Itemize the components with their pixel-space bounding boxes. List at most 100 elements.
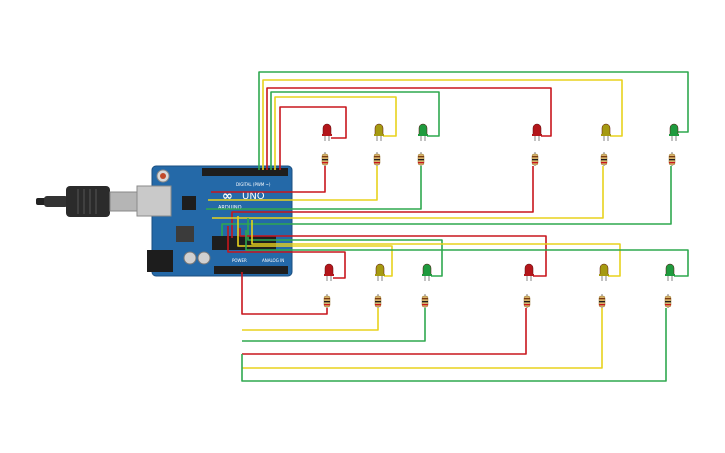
led-yellow-8[interactable]	[375, 263, 385, 281]
led-yellow-11[interactable]	[599, 263, 609, 281]
resistor-band	[599, 304, 605, 306]
resistor-1[interactable]	[321, 152, 329, 166]
wire-top-green-6[interactable]	[258, 71, 689, 170]
return-bottom-red-7[interactable]	[241, 272, 328, 315]
resistor-band	[324, 304, 330, 306]
wire-bottom-yellow-8[interactable]	[237, 216, 393, 277]
resistor-3[interactable]	[417, 152, 425, 166]
return-top-green-6[interactable]	[221, 166, 672, 236]
led-dome	[374, 123, 384, 136]
resistor-band	[375, 298, 381, 300]
resistor-9[interactable]	[421, 294, 429, 308]
led-green-12[interactable]	[665, 263, 675, 281]
wire-top-red-1[interactable]	[279, 106, 347, 170]
usb-port	[136, 185, 172, 217]
return-top-red-4[interactable]	[231, 166, 534, 238]
led-dome	[524, 263, 534, 276]
led-yellow-2[interactable]	[374, 123, 384, 141]
resistor-band	[422, 301, 428, 303]
resistor-11[interactable]	[598, 294, 606, 308]
led-green-6[interactable]	[669, 123, 679, 141]
resistor-band	[601, 156, 607, 158]
resistor-band	[599, 301, 605, 303]
power-label: POWER	[232, 258, 247, 263]
resistor-band	[524, 304, 530, 306]
regulator	[176, 226, 194, 242]
analog-label: ANALOG IN	[262, 258, 284, 263]
resistor-band	[374, 162, 380, 164]
usb-cable-strain	[44, 196, 68, 207]
led-red-10[interactable]	[524, 263, 534, 281]
resistor-band	[418, 162, 424, 164]
resistor-5[interactable]	[600, 152, 608, 166]
return-top-yellow-5[interactable]	[212, 166, 604, 219]
resistor-band	[532, 162, 538, 164]
resistor-band	[665, 298, 671, 300]
led-rim	[665, 274, 675, 276]
wire-bottom-red-10[interactable]	[239, 228, 547, 277]
led-red-7[interactable]	[324, 263, 334, 281]
reset-button-cap	[160, 173, 166, 179]
chip-small	[182, 196, 196, 210]
usb-cable[interactable]	[36, 186, 141, 217]
led-dome	[375, 263, 385, 276]
return-bottom-yellow-11[interactable]	[242, 308, 603, 369]
return-bottom-green-9[interactable]	[242, 308, 426, 342]
resistor-4[interactable]	[531, 152, 539, 166]
led-dome	[422, 263, 432, 276]
led-green-3[interactable]	[418, 123, 428, 141]
resistor-band	[524, 301, 530, 303]
led-yellow-5[interactable]	[601, 123, 611, 141]
return-bottom-green-12[interactable]	[241, 308, 667, 382]
uno-logo-text: UNO	[242, 191, 265, 202]
wire-bottom-red-7[interactable]	[227, 226, 346, 279]
led-rim	[422, 274, 432, 276]
return-top-green-3[interactable]	[206, 166, 422, 210]
resistor-12[interactable]	[664, 294, 672, 308]
wire-top-yellow-2[interactable]	[274, 96, 397, 170]
wire-bottom-green-12[interactable]	[245, 230, 689, 277]
resistor-band	[322, 162, 328, 164]
resistor-8[interactable]	[374, 294, 382, 308]
resistor-band	[324, 298, 330, 300]
digital-header	[202, 168, 288, 176]
led-dome	[601, 123, 611, 136]
components-layer	[321, 123, 679, 308]
resistor-band	[532, 156, 538, 158]
resistor-7[interactable]	[323, 294, 331, 308]
wire-bottom-yellow-11[interactable]	[251, 220, 621, 277]
arduino-brand-text: ARDUINO	[218, 205, 242, 211]
resistor-band	[532, 159, 538, 161]
resistor-2[interactable]	[373, 152, 381, 166]
wire-bottom-green-9[interactable]	[247, 218, 443, 277]
led-rim	[532, 134, 542, 136]
wire-top-yellow-5[interactable]	[262, 79, 623, 170]
wire-top-green-3[interactable]	[270, 91, 440, 170]
return-top-red-1[interactable]	[211, 166, 326, 193]
led-dome	[599, 263, 609, 276]
arduino-board[interactable]: ∞ UNO ARDUINO DIGITAL (PWM ~) POWER ANAL…	[136, 165, 293, 277]
return-bottom-red-10[interactable]	[242, 308, 527, 355]
capacitor-1	[183, 251, 197, 265]
led-rim	[524, 274, 534, 276]
resistor-band	[418, 156, 424, 158]
led-dome	[324, 263, 334, 276]
resistor-band	[665, 301, 671, 303]
led-green-9[interactable]	[422, 263, 432, 281]
return-bottom-yellow-8[interactable]	[242, 308, 379, 331]
led-red-4[interactable]	[532, 123, 542, 141]
resistor-6[interactable]	[668, 152, 676, 166]
resistor-band	[374, 156, 380, 158]
resistor-10[interactable]	[523, 294, 531, 308]
led-dome	[669, 123, 679, 136]
resistor-band	[418, 159, 424, 161]
led-rim	[669, 134, 679, 136]
resistor-band	[322, 159, 328, 161]
return-top-yellow-2[interactable]	[208, 166, 378, 201]
capacitor-2	[197, 251, 211, 265]
led-red-1[interactable]	[322, 123, 332, 141]
resistor-band	[375, 304, 381, 306]
wire-top-red-4[interactable]	[266, 87, 552, 170]
usb-plug-metal	[109, 191, 141, 212]
